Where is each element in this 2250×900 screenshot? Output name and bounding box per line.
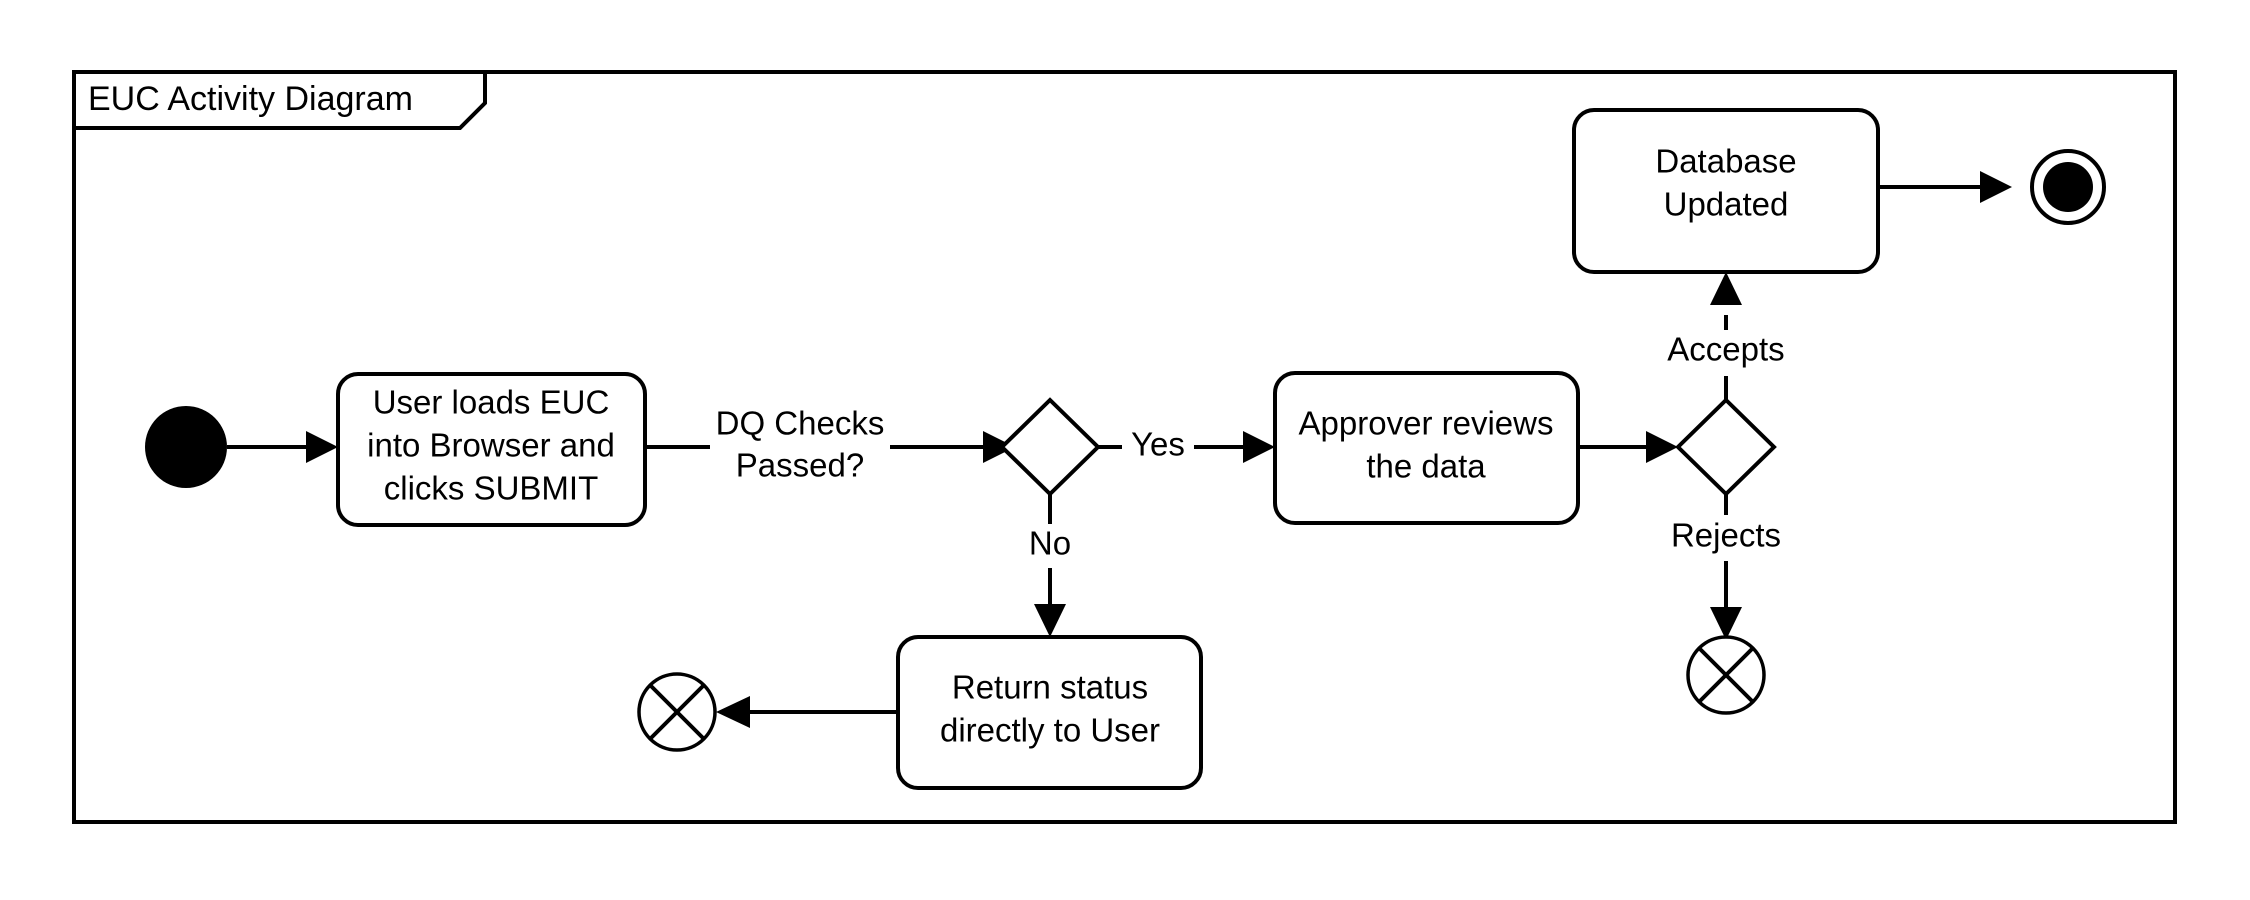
edge-label-bg-rejects [1652, 515, 1800, 561]
decision-node-dq[interactable] [999, 397, 1101, 497]
edge-label-rejects: Rejects [1671, 517, 1781, 554]
arrow-head-dq-yes [1243, 431, 1275, 463]
action-database-updated-line1: Database [1655, 143, 1796, 180]
action-approver-review-line2: the data [1366, 448, 1486, 485]
flow-final-right-cross-stroke-2 [1697, 646, 1755, 704]
frame-title-tab [72, 70, 487, 130]
edge-label-accepts: Accepts [1667, 331, 1784, 368]
action-load-euc[interactable] [336, 372, 647, 527]
arrow-head-approval-accepts [1710, 272, 1742, 305]
action-database-updated-line2: Updated [1664, 186, 1789, 223]
arrow-head-approval-rejects [1710, 607, 1742, 640]
edge-label-no: No [1029, 525, 1071, 562]
action-approver-review-line1: Approver reviews [1299, 405, 1554, 442]
action-load-euc-line2: into Browser and [367, 427, 615, 464]
action-load-euc-line3: clicks SUBMIT [384, 470, 599, 507]
edge-label-bg-dq-checks [710, 406, 890, 490]
arrow-head-db-to-final [1980, 171, 2012, 203]
arrow-head-return-to-flowfinal [716, 696, 750, 728]
decision-node-approval[interactable] [1675, 397, 1777, 497]
edge-label-yes: Yes [1131, 426, 1185, 463]
frame-title-label: EUC Activity Diagram [88, 80, 413, 118]
edge-label-dq-checks-line2: Passed? [736, 447, 864, 484]
initial-node[interactable] [145, 406, 227, 488]
action-load-euc-line1: User loads EUC [373, 384, 610, 421]
activity-final-node-inner-dot [2043, 162, 2093, 212]
edge-label-bg-accepts [1650, 330, 1802, 376]
flow-final-left-cross-stroke-2 [648, 683, 706, 741]
arrow-head-start-to-load [306, 431, 338, 463]
edge-label-bg-no [1016, 524, 1084, 568]
arrow-head-review-to-decision [1646, 431, 1678, 463]
edge-label-bg-yes [1122, 425, 1194, 469]
action-return-status-line1: Return status [952, 669, 1148, 706]
arrow-head-dq-no [1034, 604, 1066, 637]
edge-label-dq-checks-line1: DQ Checks [716, 405, 885, 442]
action-return-status-line2: directly to User [940, 712, 1160, 749]
diagram-frame [72, 70, 2177, 824]
arrow-head-load-to-dq [983, 431, 1015, 463]
action-database-updated[interactable] [1572, 108, 1880, 274]
